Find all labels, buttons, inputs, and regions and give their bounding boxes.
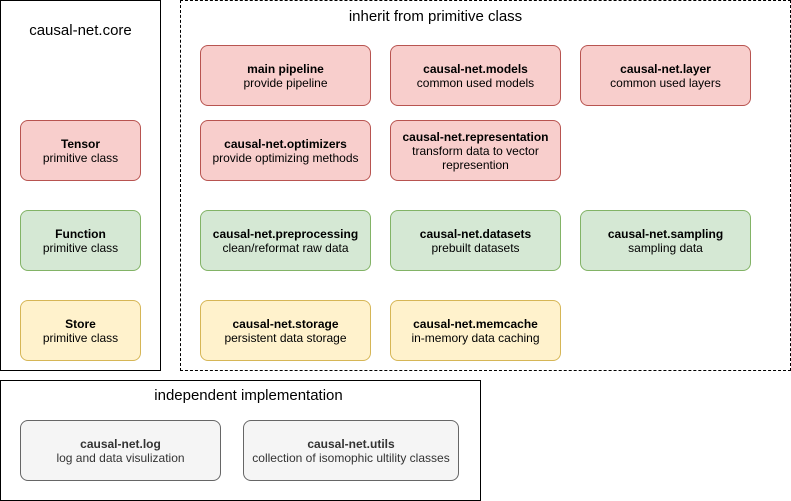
core-group: causal-net.core <box>0 0 161 371</box>
node-name: Function <box>55 226 106 241</box>
node-desc: primitive class <box>42 330 119 345</box>
optimizers-node[interactable]: causal-net.optimizers provide optimizing… <box>200 120 371 181</box>
node-desc: common used models <box>416 75 535 90</box>
node-name: Store <box>65 316 96 331</box>
datasets-node[interactable]: causal-net.datasets prebuilt datasets <box>390 210 561 271</box>
node-desc: persistent data storage <box>224 330 347 345</box>
core-group-title: causal-net.core <box>29 22 132 39</box>
node-desc: primitive class <box>42 150 119 165</box>
memcache-node[interactable]: causal-net.memcache in-memory data cachi… <box>390 300 561 361</box>
node-name: causal-net.storage <box>232 316 339 331</box>
representation-node[interactable]: causal-net.representation transform data… <box>390 120 561 181</box>
inherit-group-title: inherit from primitive class <box>348 8 523 25</box>
node-name: causal-net.datasets <box>419 226 532 241</box>
node-desc: in-memory data caching <box>411 330 540 345</box>
layer-node[interactable]: causal-net.layer common used layers <box>580 45 751 106</box>
node-desc: sampling data <box>628 240 703 255</box>
node-name: Tensor <box>60 136 101 151</box>
utils-node[interactable]: causal-net.utils collection of isomophic… <box>243 420 459 481</box>
node-desc: transform data to vector represention <box>412 143 539 172</box>
node-desc: primitive class <box>42 240 119 255</box>
tensor-node[interactable]: Tensor primitive class <box>20 120 141 181</box>
node-name: causal-net.optimizers <box>224 136 347 151</box>
independent-group-title: independent implementation <box>154 387 343 404</box>
node-desc: clean/reformat raw data <box>222 240 349 255</box>
node-desc: prebuilt datasets <box>431 240 520 255</box>
node-desc: common used layers <box>610 75 721 90</box>
node-name: main pipeline <box>247 61 324 76</box>
node-name: causal-net.models <box>423 61 528 76</box>
node-desc: provide pipeline <box>243 75 328 90</box>
node-desc: log and data visulization <box>56 450 185 465</box>
store-node[interactable]: Store primitive class <box>20 300 141 361</box>
main-pipeline-node[interactable]: main pipeline provide pipeline <box>200 45 371 106</box>
sampling-node[interactable]: causal-net.sampling sampling data <box>580 210 751 271</box>
preprocessing-node[interactable]: causal-net.preprocessing clean/reformat … <box>200 210 371 271</box>
storage-node[interactable]: causal-net.storage persistent data stora… <box>200 300 371 361</box>
log-node[interactable]: causal-net.log log and data visulization <box>20 420 221 481</box>
node-name: causal-net.preprocessing <box>212 226 359 241</box>
node-desc: collection of isomophic ultility classes <box>252 450 450 465</box>
node-desc: provide optimizing methods <box>212 150 359 165</box>
node-name: causal-net.log <box>80 436 161 451</box>
node-name: causal-net.sampling <box>607 226 724 241</box>
node-name: causal-net.layer <box>620 61 711 76</box>
node-name: causal-net.memcache <box>413 316 538 331</box>
node-name: causal-net.representation <box>402 129 549 144</box>
models-node[interactable]: causal-net.models common used models <box>390 45 561 106</box>
node-name: causal-net.utils <box>307 436 395 451</box>
function-node[interactable]: Function primitive class <box>20 210 141 271</box>
